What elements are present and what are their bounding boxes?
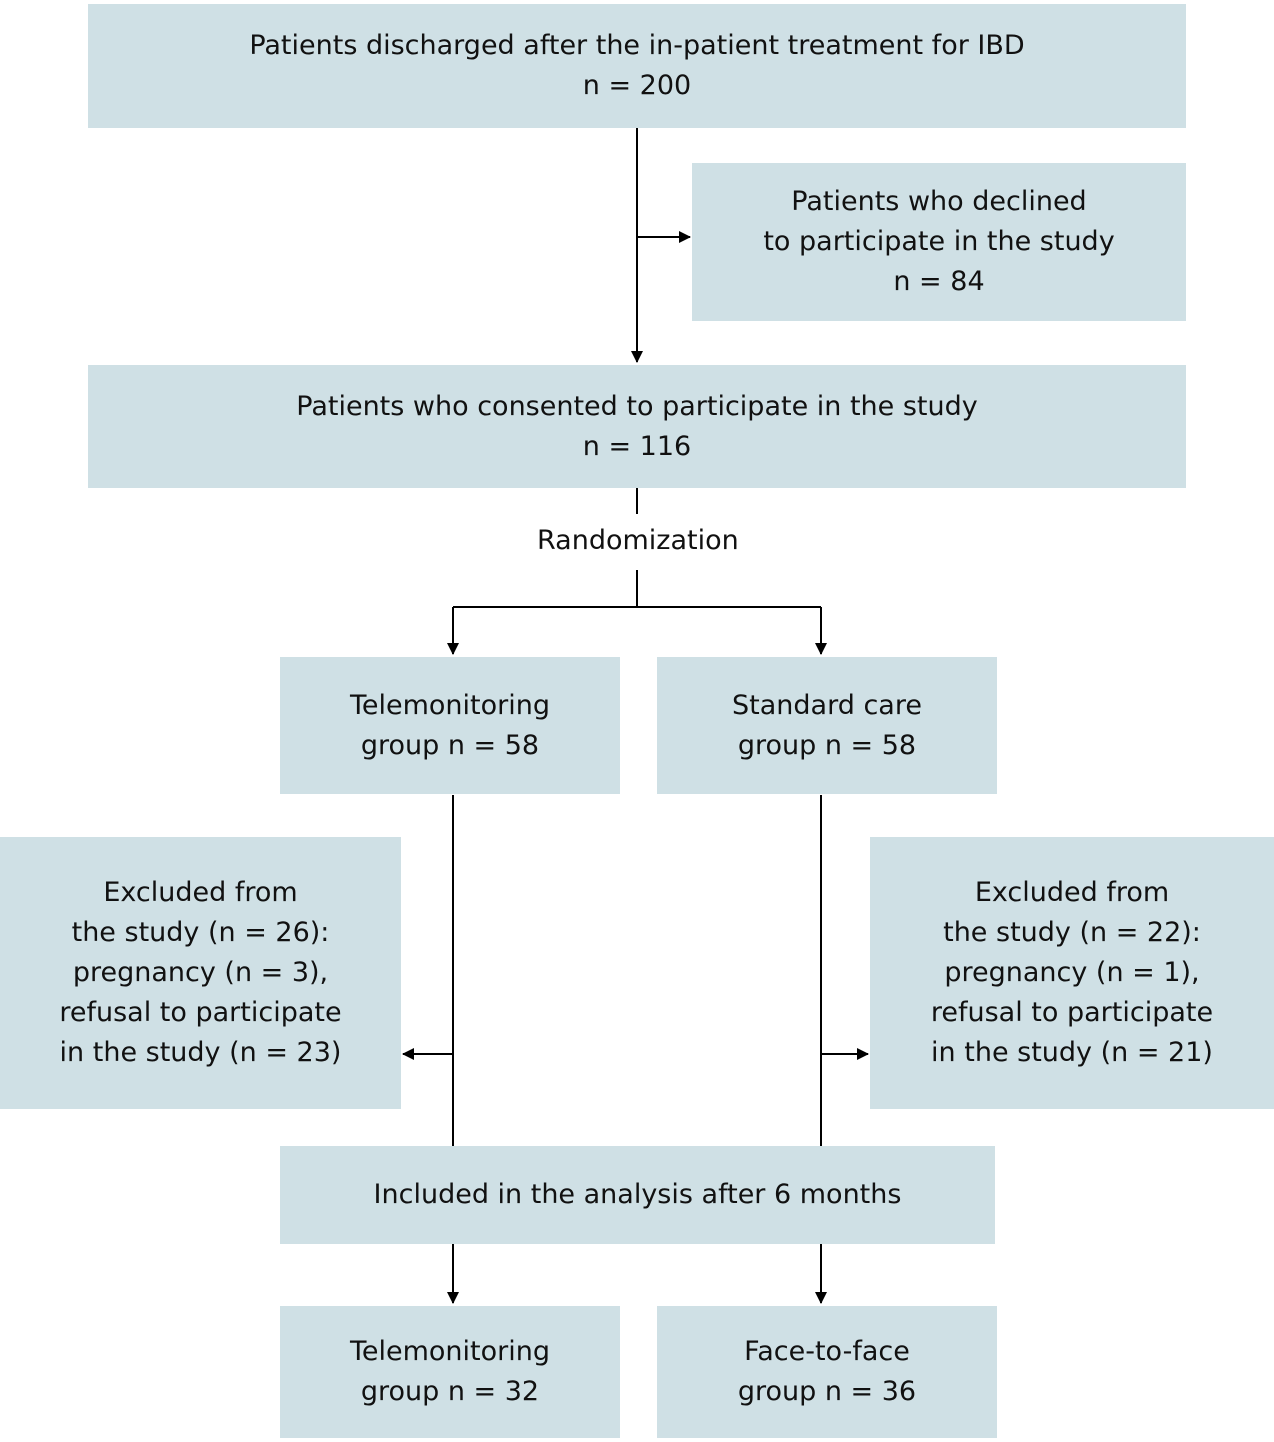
face-final-line-1: Face-to-face [744, 1336, 910, 1367]
declined-line-1: Patients who declined [791, 186, 1087, 217]
excluded-standard-line-1: Excluded from [974, 877, 1170, 908]
excluded-tele-line-5: in the study (n = 23) [59, 1037, 342, 1068]
discharged-line-2: n = 200 [582, 70, 692, 101]
declined-line-2: to participate in the study [763, 226, 1115, 257]
standard-group-line-2: group n = 58 [737, 729, 917, 761]
tele-group-line-2: group n = 58 [360, 729, 540, 761]
standard-group-box: Standard care group n = 58 [657, 657, 997, 794]
included-box: Included in the analysis after 6 months [280, 1146, 995, 1244]
tele-final-box: Telemonitoring group n = 32 [280, 1306, 620, 1438]
tele-final-line-1: Telemonitoring [349, 1336, 551, 1367]
excluded-tele-box: Excluded from the study (n = 26): pregna… [0, 837, 401, 1109]
excluded-standard-line-3: pregnancy (n = 1), [944, 957, 1200, 988]
excluded-standard-box: Excluded from the study (n = 22): pregna… [870, 837, 1274, 1109]
tele-group-box: Telemonitoring group n = 58 [280, 657, 620, 794]
randomization-label: Randomization [537, 525, 739, 556]
standard-group-line-1: Standard care [732, 689, 922, 721]
discharged-line-1: Patients discharged after the in-patient… [249, 30, 1025, 61]
excluded-standard-line-2: the study (n = 22): [943, 917, 1201, 948]
face-final-box: Face-to-face group n = 36 [657, 1306, 997, 1438]
connector-randomization-split [453, 570, 638, 608]
declined-box: Patients who declined to participate in … [692, 163, 1186, 321]
excluded-standard-line-5: in the study (n = 21) [931, 1037, 1213, 1068]
declined-line-3: n = 84 [893, 266, 985, 297]
excluded-tele-line-1: Excluded from [103, 877, 298, 908]
consented-line-1: Patients who consented to participate in… [296, 390, 978, 422]
excluded-tele-line-4: refusal to participate [59, 997, 342, 1028]
excluded-tele-line-2: the study (n = 26): [71, 917, 330, 948]
face-final-line-2: group n = 36 [737, 1376, 917, 1407]
tele-group-line-1: Telemonitoring [349, 689, 551, 721]
discharged-box: Patients discharged after the in-patient… [88, 4, 1186, 128]
consented-box: Patients who consented to participate in… [88, 365, 1186, 488]
excluded-tele-line-3: pregnancy (n = 3), [72, 957, 329, 988]
included-line-1: Included in the analysis after 6 months [373, 1179, 902, 1210]
excluded-standard-line-4: refusal to participate [930, 997, 1214, 1028]
consented-line-2: n = 116 [582, 430, 692, 462]
tele-final-line-2: group n = 32 [360, 1376, 540, 1407]
